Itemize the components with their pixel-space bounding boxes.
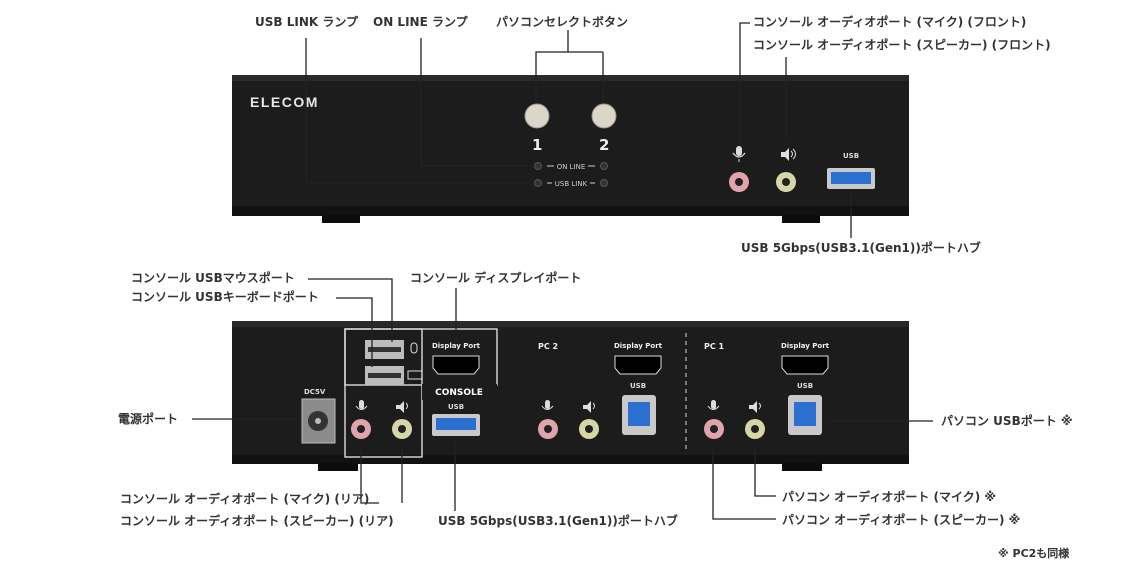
mic-icon: [355, 400, 368, 410]
pc1-printed-label: PC 1: [704, 342, 725, 351]
pc2-dp-printed-label: Display Port: [614, 342, 663, 350]
speaker-icon: [781, 148, 796, 161]
callout-front-mic: コンソール オーディオポート (マイク) (フロント): [753, 15, 1027, 29]
callout-rear-speaker: コンソール オーディオポート (スピーカー) (リア): [120, 514, 394, 528]
pc2-online-lamp: [600, 162, 608, 170]
console-printed-label: CONSOLE: [435, 388, 483, 398]
pc2-usb-printed-label: USB: [630, 382, 646, 390]
foot: [782, 215, 820, 223]
callout-front-usb-hub: USB 5Gbps(USB3.1(Gen1))ポートハブ: [741, 241, 981, 255]
pc2-select-button[interactable]: [591, 103, 617, 129]
callout-pc-usb-port: パソコン USBポート ※: [941, 414, 1073, 428]
callout-pc-select-button: パソコンセレクトボタン: [496, 15, 629, 29]
callout-front-speaker: コンソール オーディオポート (スピーカー) (フロント): [753, 38, 1051, 52]
mic-icon: [707, 400, 720, 410]
callout-console-mouse: コンソール USBマウスポート: [131, 271, 295, 285]
leader-lines: [192, 22, 933, 520]
mouse-icon: [410, 342, 418, 354]
pc1-usblink-lamp: [534, 179, 542, 187]
button-2-label: 2: [599, 136, 609, 154]
pc1-select-button[interactable]: [524, 103, 550, 129]
callout-console-display: コンソール ディスプレイポート: [410, 271, 582, 285]
usblink-printed-label: USB LINK: [555, 180, 588, 188]
pc1-usb-printed-label: USB: [797, 382, 813, 390]
callout-pc-mic: パソコン オーディオポート (マイク) ※: [782, 490, 997, 504]
callout-power-port: 電源ポート: [118, 412, 179, 426]
callout-console-keyboard: コンソール USBキーボードポート: [131, 290, 319, 304]
front-panel: ELECOM 1 2 ON LINE USB LINK USB: [232, 75, 909, 223]
pc2-printed-label: PC 2: [538, 342, 558, 351]
keyboard-icon: [407, 370, 423, 380]
callout-rear-mic: コンソール オーディオポート (マイク) (リア): [120, 492, 370, 506]
mic-icon: [732, 146, 746, 162]
footnote: ※ PC2も同様: [998, 547, 1070, 560]
online-printed-label: ON LINE: [557, 163, 586, 171]
dc-printed-label: DC5V: [304, 388, 326, 396]
button-1-label: 1: [532, 136, 542, 154]
callout-pc-speaker: パソコン オーディオポート (スピーカー) ※: [782, 513, 1021, 527]
pc2-displayport[interactable]: [614, 355, 662, 375]
callout-rear-usb-hub: USB 5Gbps(USB3.1(Gen1))ポートハブ: [438, 514, 678, 528]
foot: [322, 215, 360, 223]
speaker-icon: [583, 401, 595, 413]
brand-logo: ELECOM: [250, 94, 319, 110]
callout-usb-link-lamp: USB LINK ランプ: [255, 15, 358, 29]
rear-panel: DC5V CONSOLE Display Port USB PC 2 D: [232, 321, 909, 471]
speaker-icon: [396, 401, 408, 413]
mic-icon: [541, 400, 554, 410]
rear-usb-printed-label: USB: [448, 403, 464, 411]
front-usb-printed-label: USB: [843, 152, 859, 160]
pc1-displayport[interactable]: [781, 355, 829, 375]
pc1-online-lamp: [534, 162, 542, 170]
pc2-usblink-lamp: [600, 179, 608, 187]
callout-online-lamp: ON LINE ランプ: [373, 15, 468, 29]
console-dp-printed-label: Display Port: [432, 342, 481, 350]
speaker-icon: [749, 401, 761, 413]
console-displayport[interactable]: [432, 355, 480, 375]
pc1-dp-printed-label: Display Port: [781, 342, 830, 350]
